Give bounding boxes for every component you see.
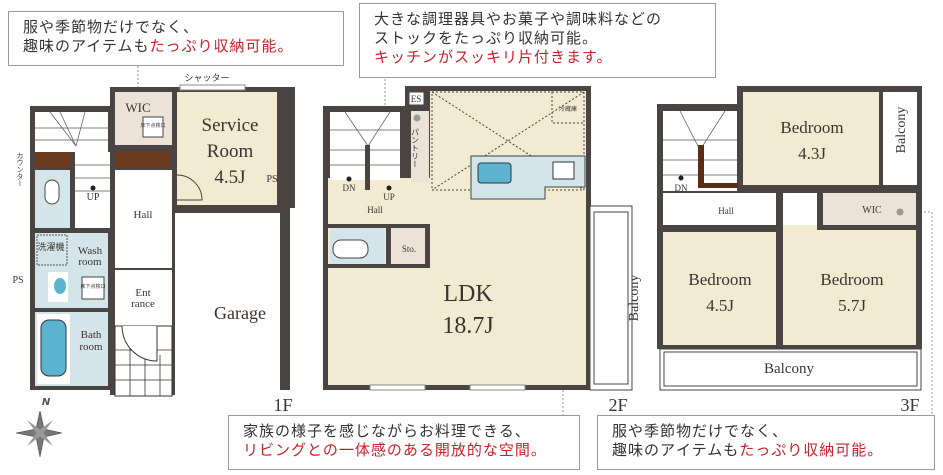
bedroom-4-5j — [663, 232, 776, 345]
balcony-bottom-label: Balcony — [764, 361, 814, 377]
callout-line: 服や季節物だけでなく、 — [23, 18, 200, 36]
inspection-hatch — [81, 276, 105, 300]
bedroom-4-3j — [743, 92, 879, 185]
up-marker — [90, 185, 96, 191]
service-room-size: 4.5J — [214, 167, 245, 188]
shutter-window — [179, 84, 246, 91]
dn-label: DN — [675, 183, 688, 193]
bedroom-a-label: Bedroom — [780, 118, 843, 137]
entrance-door — [121, 325, 158, 362]
ldk-label: LDK — [443, 281, 493, 307]
entrance-label: Ent — [135, 287, 150, 299]
service-room-label-2: Room — [207, 141, 254, 162]
stairs — [35, 112, 108, 152]
fridge-label: 冷蔵庫 — [559, 105, 577, 113]
callout-bottom-right: 服や季節物だけでなく、 趣味のアイテムもたっぷり収納可能。 — [597, 415, 935, 470]
compass-icon: N — [15, 397, 63, 458]
bedroom-a-size: 4.3J — [798, 144, 826, 163]
bedroom-5-7j — [783, 193, 916, 345]
washer-space — [36, 234, 68, 266]
bedroom-b-label: Bedroom — [688, 270, 751, 289]
washer-label: 洗濯機 — [37, 241, 64, 252]
stove-icon — [552, 161, 575, 180]
shutter-label: シャッター — [184, 73, 229, 83]
wash-room-label: Wash — [78, 245, 103, 257]
garage-label: Garage — [214, 303, 266, 323]
counter-label: カウンター — [16, 152, 24, 187]
up-label: UP — [87, 192, 100, 203]
balcony-label: Balcony — [627, 275, 642, 322]
callout-text: 趣味のアイテムも — [23, 37, 150, 55]
toilet-icon — [332, 239, 369, 259]
es-label: ES — [411, 94, 422, 104]
callout-highlight: たっぷり収納可能。 — [149, 37, 294, 55]
dn-marker — [678, 175, 684, 181]
floor-label-2f: 2F — [608, 395, 627, 415]
north-label: N — [42, 397, 51, 408]
callout-line: ストックをたっぷり収納可能。 — [374, 29, 599, 47]
counter — [35, 152, 70, 168]
storage-2f — [392, 228, 425, 264]
wic-label: WIC — [125, 100, 150, 115]
callout-line: 大きな調理器具やお菓子や調味料などの — [374, 10, 663, 28]
kitchen-sink — [477, 162, 512, 184]
entrance — [115, 270, 172, 326]
callout-highlight: リビングとの一体感のある開放的な空間。 — [243, 441, 547, 459]
up-marker — [386, 185, 392, 191]
door-swing — [176, 174, 203, 201]
pantry-label: パントリー — [411, 128, 420, 168]
entrance-label-2: rance — [131, 298, 155, 310]
wic-label: WIC — [862, 205, 882, 216]
ldk-size: 18.7J — [442, 313, 493, 339]
counter — [115, 152, 170, 168]
dn-marker — [346, 176, 352, 182]
garage — [177, 213, 280, 390]
hall-label: Hall — [367, 205, 383, 215]
bedroom-c-label: Bedroom — [820, 270, 883, 289]
inspection-label: 床下点検口 — [140, 122, 165, 129]
sink-basin — [54, 278, 66, 294]
hall-1f — [115, 170, 172, 268]
callout-line: 趣味のアイテムもたっぷり収納可能。 — [612, 441, 920, 460]
hall-3f — [663, 193, 776, 225]
bedroom-c-size: 5.7J — [838, 296, 866, 315]
floor-2f: ES パントリー 冷蔵庫 DN UP Hall Sto. LDK 18.7J B… — [323, 79, 642, 415]
toilet-icon — [44, 179, 60, 205]
callout-top-middle: 大きな調理器具やお菓子や調味料などの ストックをたっぷり収納可能。 キッチンがス… — [359, 3, 716, 78]
wash-room-label-2: room — [78, 256, 102, 268]
bathtub-basin — [40, 319, 67, 377]
inspection-label-2: 床下点検口 — [80, 283, 105, 290]
callout-top-left: 服や季節物だけでなく、 趣味のアイテムもたっぷり収納可能。 — [8, 11, 344, 66]
callout-line: 家族の様子を感じながらお料理できる、 — [243, 422, 531, 440]
floor-label-1f: 1F — [273, 395, 292, 415]
es-box — [408, 91, 425, 106]
callout-highlight: たっぷり収納可能。 — [739, 441, 884, 459]
hall-label: Hall — [134, 209, 153, 221]
service-room — [177, 92, 277, 205]
hall-label: Hall — [718, 206, 734, 216]
callout-line: 服や季節物だけでなく、 — [612, 422, 789, 440]
floor-3f: DN Hall Bedroom 4.3J Balcony WIC Bedroom… — [657, 86, 933, 415]
service-room-label: Service — [202, 115, 259, 136]
storage-label: Sto. — [402, 244, 416, 254]
callout-bottom-middle: 家族の様子を感じながらお料理できる、 リビングとの一体感のある開放的な空間。 — [228, 415, 580, 470]
bedroom-b-size: 4.5J — [706, 296, 734, 315]
dn-label: DN — [343, 183, 356, 193]
callout-text: 趣味のアイテムも — [612, 441, 740, 459]
ps-label: PS — [266, 174, 277, 185]
floor-label-3f: 3F — [900, 395, 919, 415]
up-label: UP — [383, 192, 395, 202]
callout-highlight: キッチンがスッキリ片付きます。 — [374, 48, 613, 66]
balcony-side — [883, 92, 917, 185]
balcony-side-label: Balcony — [894, 107, 909, 154]
ldk — [328, 178, 586, 385]
floor-1f: WIC シャッター 床下点検口 Service Room 4.5J PS カウン… — [12, 66, 295, 415]
bath-room-label: Bath — [81, 329, 102, 341]
bath-room-label-2: room — [79, 341, 103, 353]
pantry — [411, 111, 429, 183]
inspection-hatch — [142, 116, 164, 138]
ps-label-2: PS — [12, 275, 23, 286]
callout-line: 趣味のアイテムもたっぷり収納可能。 — [23, 37, 329, 56]
